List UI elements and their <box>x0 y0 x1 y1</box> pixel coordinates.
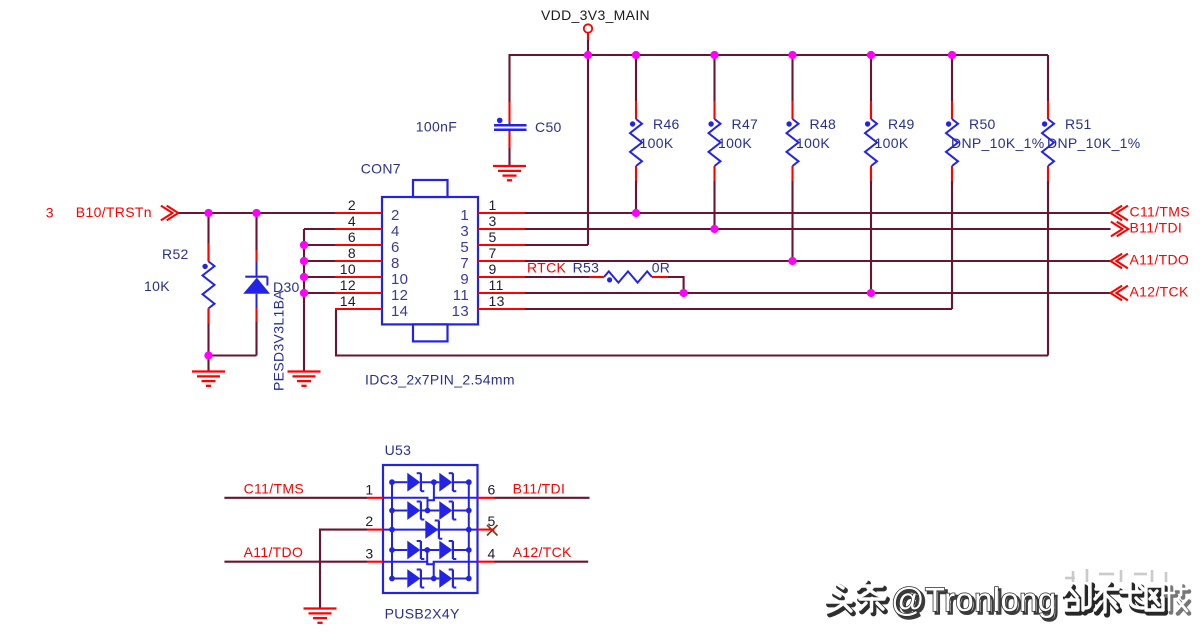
svg-text:DNP_10K_1%: DNP_10K_1% <box>1047 135 1141 151</box>
svg-text:U53: U53 <box>385 442 412 458</box>
svg-text:R50: R50 <box>969 116 996 132</box>
svg-text:14: 14 <box>391 303 408 320</box>
svg-text:8: 8 <box>391 255 400 272</box>
svg-text:10: 10 <box>391 271 408 288</box>
svg-text:2: 2 <box>391 207 400 224</box>
svg-text:5: 5 <box>460 239 469 256</box>
svg-text:11: 11 <box>489 277 504 293</box>
svg-text:VDD_3V3_MAIN: VDD_3V3_MAIN <box>541 7 650 23</box>
svg-text:B11/TDI: B11/TDI <box>1130 220 1183 236</box>
svg-text:@Tronlong: @Tronlong <box>891 581 1057 618</box>
svg-text:R46: R46 <box>653 116 680 132</box>
svg-text:6: 6 <box>348 229 356 245</box>
svg-text:100K: 100K <box>875 135 909 151</box>
svg-text:A12/TCK: A12/TCK <box>1130 284 1189 300</box>
svg-text:IDC3_2x7PIN_2.54mm: IDC3_2x7PIN_2.54mm <box>365 372 515 388</box>
svg-text:3: 3 <box>46 205 54 221</box>
svg-text:4: 4 <box>488 545 496 561</box>
svg-text:10: 10 <box>340 261 356 277</box>
svg-text:7: 7 <box>460 255 469 272</box>
svg-text:3: 3 <box>460 223 469 240</box>
svg-text:C11/TMS: C11/TMS <box>244 481 304 497</box>
svg-text:10K: 10K <box>144 278 170 294</box>
svg-text:RTCK: RTCK <box>527 260 567 276</box>
svg-text:14: 14 <box>340 293 356 309</box>
svg-text:5: 5 <box>489 229 497 245</box>
svg-text:B11/TDI: B11/TDI <box>513 481 566 497</box>
svg-text:100K: 100K <box>796 135 830 151</box>
svg-text:R48: R48 <box>810 116 837 132</box>
svg-text:6: 6 <box>488 481 496 497</box>
svg-text:8: 8 <box>348 245 356 261</box>
svg-text:D30: D30 <box>273 279 300 295</box>
svg-text:2: 2 <box>365 513 373 529</box>
svg-text:A11/TDO: A11/TDO <box>244 544 304 560</box>
svg-text:4: 4 <box>391 223 400 240</box>
svg-text:R51: R51 <box>1065 116 1092 132</box>
svg-text:13: 13 <box>452 303 469 320</box>
svg-text:R53: R53 <box>573 260 600 276</box>
svg-text:A11/TDO: A11/TDO <box>1130 252 1190 268</box>
svg-text:100nF: 100nF <box>416 119 457 135</box>
svg-text:13: 13 <box>489 293 505 309</box>
svg-text:1: 1 <box>365 481 373 497</box>
svg-text:PESD3V3L1BA: PESD3V3L1BA <box>271 290 287 391</box>
svg-text:A12/TCK: A12/TCK <box>513 544 572 560</box>
svg-text:12: 12 <box>391 287 408 304</box>
svg-text:C50: C50 <box>535 119 562 135</box>
svg-text:12: 12 <box>340 277 356 293</box>
svg-text:3: 3 <box>489 213 497 229</box>
svg-text:@Tronlong: @Tronlong <box>893 584 1059 621</box>
svg-text:1: 1 <box>460 207 469 224</box>
svg-text:5: 5 <box>488 513 496 529</box>
svg-text:100K: 100K <box>640 135 674 151</box>
svg-text:9: 9 <box>489 261 497 277</box>
svg-text:CON7: CON7 <box>361 161 401 177</box>
svg-text:C11/TMS: C11/TMS <box>1130 204 1190 220</box>
svg-text:PUSB2X4Y: PUSB2X4Y <box>385 606 460 622</box>
svg-text:7: 7 <box>489 245 497 261</box>
svg-text:1: 1 <box>489 197 497 213</box>
svg-text:2: 2 <box>348 197 356 213</box>
svg-text:6: 6 <box>391 239 400 256</box>
svg-text:9: 9 <box>460 271 469 288</box>
svg-text:R49: R49 <box>888 116 915 132</box>
svg-text:R52: R52 <box>162 246 189 262</box>
svg-text:4: 4 <box>348 213 356 229</box>
svg-text:11: 11 <box>453 287 469 304</box>
svg-text:3: 3 <box>365 545 373 561</box>
svg-text:R47: R47 <box>732 116 759 132</box>
svg-text:B10/TRSTn: B10/TRSTn <box>76 204 152 220</box>
svg-text:DNP_10K_1%: DNP_10K_1% <box>951 135 1045 151</box>
svg-text:100K: 100K <box>718 135 752 151</box>
svg-text:0R: 0R <box>652 260 671 276</box>
